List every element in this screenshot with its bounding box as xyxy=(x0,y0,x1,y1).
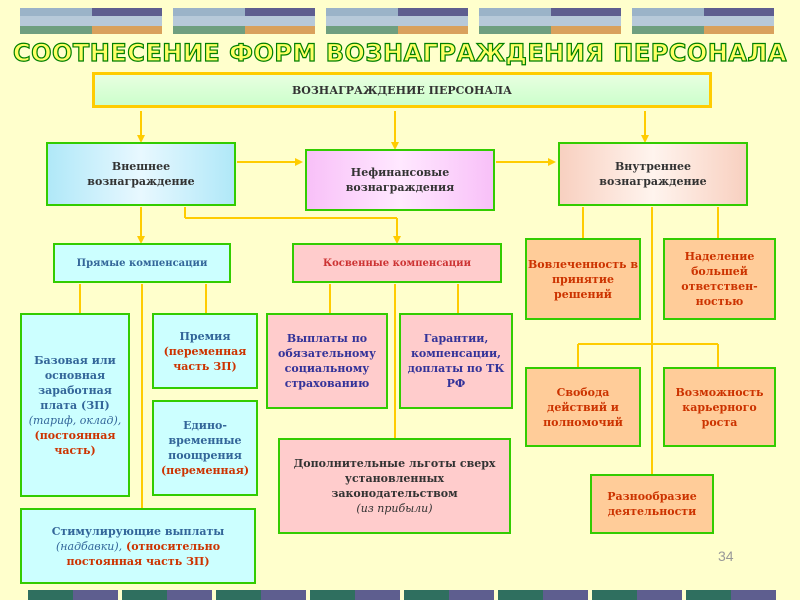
base-salary-label: Базовая или основная заработная плата (З… xyxy=(34,353,116,412)
responsibility-label: Наделение большей ответствен-ностью xyxy=(681,250,758,308)
root-box: ВОЗНАГРАЖДЕНИЕ ПЕРСОНАЛА xyxy=(92,72,712,108)
bonus-box: Премия (переменная часть ЗП) xyxy=(152,313,258,389)
stimulating-payments-label: Стимулирующие выплаты xyxy=(51,524,225,538)
decor-tile-bottom xyxy=(686,590,776,600)
onetime-incentives-label: Едино-временные поощрения xyxy=(168,419,242,462)
decor-tile xyxy=(632,8,774,34)
additional-benefits-box: Дополнительные льготы сверх установленны… xyxy=(278,438,511,534)
social-insurance-label: Выплаты по обязательному социальному стр… xyxy=(278,332,376,390)
bonus-type: (переменная часть ЗП) xyxy=(163,344,247,373)
freedom-label: Свобода действий и полномочий xyxy=(543,385,623,429)
onetime-incentives-type: (переменная) xyxy=(160,464,250,477)
variety-label: Разнообразие деятельности xyxy=(607,490,697,518)
decor-tile-bottom xyxy=(498,590,588,600)
internal-reward-box: Внутреннее вознаграждение xyxy=(558,142,748,206)
internal-reward-label: Внутреннее вознаграждение xyxy=(599,160,707,188)
additional-benefits-label: Дополнительные льготы сверх установленны… xyxy=(293,457,496,500)
decor-tile-bottom xyxy=(122,590,212,600)
base-salary-type: (постоянная часть) xyxy=(34,428,116,457)
decor-tile xyxy=(479,8,621,34)
page-title: СООТНЕСЕНИЕ ФОРМ ВОЗНАГРАЖДЕНИЯ ПЕРСОНАЛ… xyxy=(12,38,787,67)
involvement-label: Вовлеченность в принятие решений xyxy=(528,257,638,301)
social-insurance-box: Выплаты по обязательному социальному стр… xyxy=(266,313,388,409)
page-number: 34 xyxy=(718,548,734,564)
variety-box: Разнообразие деятельности xyxy=(590,474,714,534)
external-reward-box: Внешнее вознаграждение xyxy=(46,142,236,206)
bonus-label: Премия xyxy=(179,329,231,343)
base-salary-note: (тариф, оклад), xyxy=(28,413,122,427)
decor-tile-bottom xyxy=(310,590,400,600)
decor-tile xyxy=(173,8,315,34)
base-salary-box: Базовая или основная заработная плата (З… xyxy=(20,313,130,497)
nonfinancial-reward-box: Нефинансовые вознаграждения xyxy=(305,149,495,211)
stimulating-payments-note: (надбавки), xyxy=(55,539,123,553)
nonfinancial-reward-label: Нефинансовые вознаграждения xyxy=(345,166,455,194)
decor-tile-bottom xyxy=(404,590,494,600)
decor-tile-bottom xyxy=(28,590,118,600)
guarantees-label: Гарантии, компенсации, доплаты по ТК РФ xyxy=(407,332,505,390)
stimulating-payments-type: (относительно постоянная часть ЗП) xyxy=(66,539,221,568)
involvement-box: Вовлеченность в принятие решений xyxy=(525,238,641,320)
decor-tile xyxy=(20,8,162,34)
onetime-incentives-box: Едино-временные поощрения (переменная) xyxy=(152,400,258,496)
decor-tile-bottom xyxy=(592,590,682,600)
career-box: Возможность карьерного роста xyxy=(663,367,776,447)
additional-benefits-note: (из прибыли) xyxy=(356,502,433,515)
decor-tile xyxy=(326,8,468,34)
indirect-compensation-box: Косвенные компенсации xyxy=(292,243,502,283)
external-reward-label: Внешнее вознаграждение xyxy=(87,160,195,188)
career-label: Возможность карьерного роста xyxy=(675,385,764,429)
direct-compensation-box: Прямые компенсации xyxy=(53,243,231,283)
decor-tile-bottom xyxy=(216,590,306,600)
responsibility-box: Наделение большей ответствен-ностью xyxy=(663,238,776,320)
stimulating-payments-box: Стимулирующие выплаты (надбавки), (относ… xyxy=(20,508,256,584)
freedom-box: Свобода действий и полномочий xyxy=(525,367,641,447)
guarantees-box: Гарантии, компенсации, доплаты по ТК РФ xyxy=(399,313,513,409)
